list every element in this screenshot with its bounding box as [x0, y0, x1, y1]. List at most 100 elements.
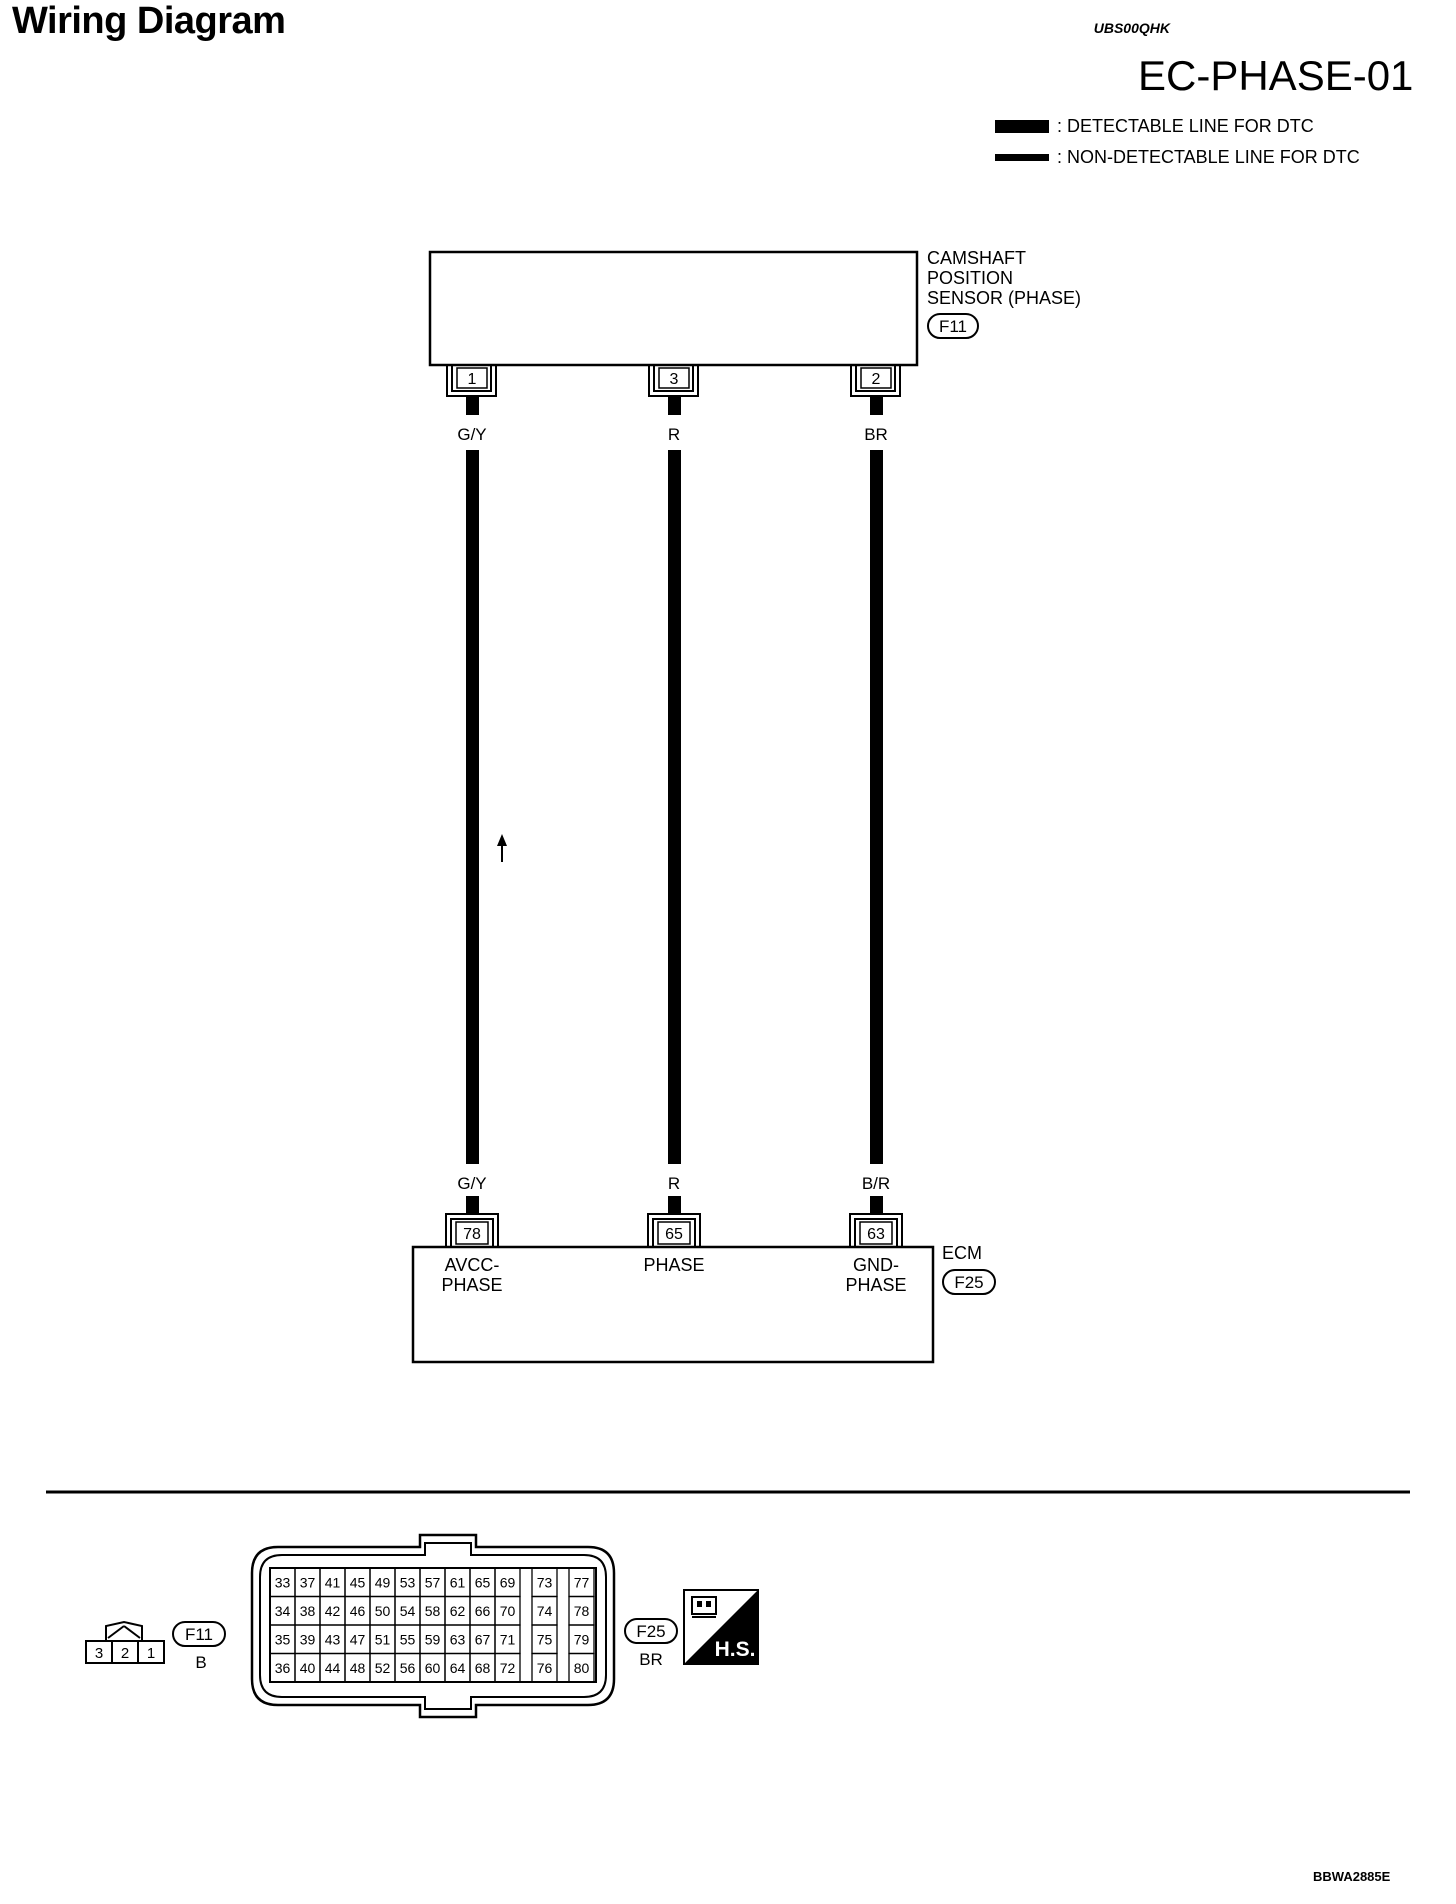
f25-pin-37: 37 [300, 1574, 316, 1590]
f25-pin-33: 33 [275, 1574, 291, 1590]
legend-detectable: : DETECTABLE LINE FOR DTC [995, 115, 1314, 137]
f25-pin-42: 42 [325, 1603, 341, 1619]
f25-pin-61: 61 [450, 1574, 466, 1590]
f25-pin-38: 38 [300, 1603, 316, 1619]
ecm-terminal-63-label: 63 [867, 1226, 885, 1243]
f25-pin-39: 39 [300, 1631, 316, 1647]
f25-pin-55: 55 [400, 1631, 416, 1647]
wire-2 [668, 450, 681, 1164]
f25-pin-64: 64 [450, 1660, 466, 1676]
sensor-terminal-2: 2 [850, 366, 901, 397]
sensor-connector-label: F11 [939, 317, 967, 336]
f25-pin-58: 58 [425, 1603, 441, 1619]
f25-pin-cell [494, 1652, 521, 1683]
sensor-terminal-1-label: 1 [468, 371, 477, 388]
ecm-terminal-65-label: 65 [665, 1226, 683, 1243]
ecm-terminal-65: 65 [647, 1213, 701, 1246]
wire-2-bottom-stub [668, 1196, 681, 1214]
f25-pin-80: 80 [574, 1660, 590, 1676]
ecm-func-avcc-line-1: AVCC- [445, 1255, 500, 1275]
legend-detectable-label: : DETECTABLE LINE FOR DTC [1057, 115, 1314, 136]
figure-reference-code: BBWA2885E [1313, 1869, 1391, 1884]
camshaft-sensor-box [428, 250, 919, 367]
f11-color-code: B [195, 1653, 206, 1672]
wire-3-top-stub [870, 397, 883, 415]
wire-2-color-top: R [668, 425, 680, 444]
wire-1-bottom-stub [466, 1196, 479, 1214]
sensor-terminal-1: 1 [446, 366, 497, 397]
ecm-func-gnd-line-1: GND- [853, 1255, 899, 1275]
f25-pin-53: 53 [400, 1574, 416, 1590]
f25-pin-68: 68 [475, 1660, 491, 1676]
f25-pin-40: 40 [300, 1660, 316, 1676]
wire-3-color-top: BR [864, 425, 888, 444]
f11-view-label: F11 [185, 1625, 213, 1644]
f25-pin-cell [568, 1652, 595, 1683]
f25-pin-74: 74 [537, 1603, 553, 1619]
f11-view-tag: F11 [172, 1621, 226, 1647]
f25-pin-65: 65 [475, 1574, 491, 1590]
arrow-up-icon [497, 834, 507, 862]
f11-pin-2: 2 [121, 1645, 129, 1662]
f25-pin-62: 62 [450, 1603, 466, 1619]
document-code: UBS00QHK [1093, 20, 1170, 36]
f25-pin-69: 69 [500, 1574, 516, 1590]
f25-pin-41: 41 [325, 1574, 341, 1590]
f11-pin-1: 1 [147, 1645, 155, 1662]
f25-color-code: BR [639, 1650, 663, 1669]
f25-view-tag: F25 [624, 1618, 678, 1644]
f25-pin-71: 71 [500, 1631, 516, 1647]
ecm-terminal-78-label: 78 [463, 1226, 481, 1243]
f25-pin-46: 46 [350, 1603, 366, 1619]
ecm-func-phase: PHASE [643, 1255, 704, 1275]
ecm-func-gnd-line-2: PHASE [845, 1275, 906, 1295]
sensor-terminal-3-label: 3 [670, 371, 679, 388]
hs-badge-label: H.S. [715, 1638, 756, 1661]
wire-3 [870, 450, 883, 1164]
legend-non-detectable-label: : NON-DETECTABLE LINE FOR DTC [1057, 146, 1360, 167]
f11-connector-face: 3 2 1 [85, 1620, 165, 1664]
f25-pin-57: 57 [425, 1574, 441, 1590]
ecm-box [411, 1245, 935, 1364]
f25-pin-35: 35 [275, 1631, 291, 1647]
ecm-name: ECM [942, 1243, 982, 1263]
wire-1-top-stub [466, 397, 479, 415]
thin-line-swatch [995, 153, 1049, 161]
f25-pin-48: 48 [350, 1660, 366, 1676]
f25-pin-cell [531, 1652, 558, 1683]
wire-1-color-bottom: G/Y [457, 1174, 486, 1193]
page-title: Wiring Diagram [12, 0, 286, 42]
sensor-name-line-2: POSITION [927, 268, 1013, 288]
wire-1-color-top: G/Y [457, 425, 486, 444]
sensor-name-line-1: CAMSHAFT [927, 248, 1026, 268]
f25-pin-49: 49 [375, 1574, 391, 1590]
f25-pin-77: 77 [574, 1574, 590, 1590]
f25-pin-60: 60 [425, 1660, 441, 1676]
f25-pin-52: 52 [375, 1660, 391, 1676]
ecm-func-avcc-line-2: PHASE [441, 1275, 502, 1295]
f25-pin-50: 50 [375, 1603, 391, 1619]
thick-line-swatch [995, 119, 1049, 133]
f25-pin-59: 59 [425, 1631, 441, 1647]
f11-pin-3: 3 [95, 1645, 103, 1662]
ecm-terminal-63: 63 [849, 1213, 903, 1246]
f25-pin-47: 47 [350, 1631, 366, 1647]
sensor-terminal-3: 3 [648, 366, 699, 397]
f25-pin-36: 36 [275, 1660, 291, 1676]
sensor-terminal-2-label: 2 [872, 371, 881, 388]
sensor-connector-tag: F11 [927, 313, 979, 339]
wire-1 [466, 450, 479, 1164]
wire-3-bottom-stub [870, 1196, 883, 1214]
wire-3-color-bottom: B/R [862, 1174, 890, 1193]
f25-pin-76: 76 [537, 1660, 553, 1676]
ecm-connector-label: F25 [954, 1273, 983, 1292]
legend-non-detectable: : NON-DETECTABLE LINE FOR DTC [995, 146, 1360, 168]
ecm-connector-tag: F25 [942, 1269, 996, 1295]
hs-badge: H.S. [683, 1589, 759, 1665]
f25-pin-73: 73 [537, 1574, 553, 1590]
sensor-name-line-3: SENSOR (PHASE) [927, 288, 1081, 308]
